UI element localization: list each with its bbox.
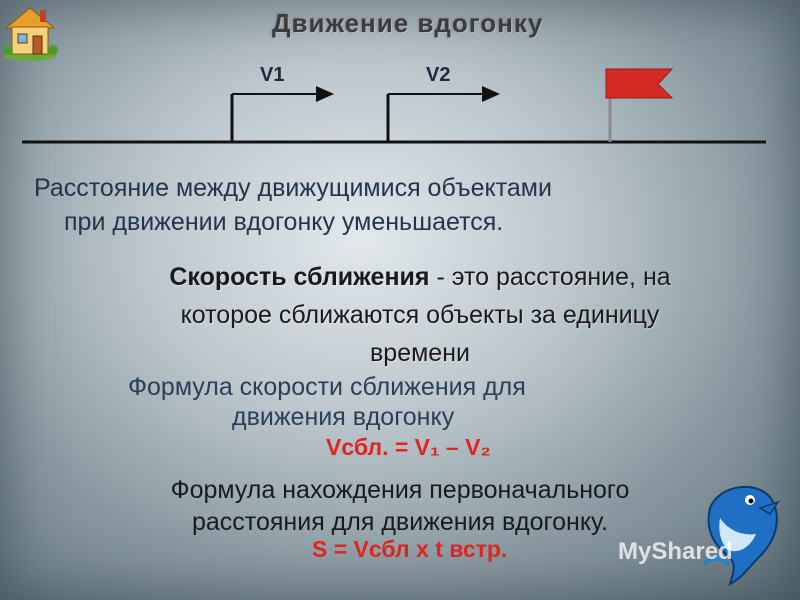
- formula2-caption-line-1: Формула нахождения первоначального: [170, 476, 630, 504]
- v1-label: V1: [260, 64, 285, 86]
- paragraph-line-1: Расстояние между движущимися объектами: [34, 174, 552, 202]
- slide-title: Движение вдогонку: [272, 8, 544, 38]
- initial-distance-formula: S = Vсбл x t встр.: [312, 536, 508, 562]
- formula2-caption-line-2: расстояния для движения вдогонку.: [192, 508, 608, 536]
- finish-flag-icon: [605, 68, 674, 142]
- formula1-caption-line-2: движения вдогонку: [232, 403, 455, 431]
- closing-speed-formula: Vсбл. = V₁ – V₂: [326, 434, 491, 460]
- house-icon[interactable]: [0, 0, 60, 62]
- watermark-text: MyShared: [618, 538, 733, 565]
- v2-label: V2: [426, 64, 451, 86]
- object1-arrow-icon: [230, 86, 334, 142]
- object2-arrow-icon: [386, 86, 500, 142]
- definition-block: Скорость сближения - это расстояние, на …: [60, 258, 780, 372]
- definition-text-1: - это расстояние, на: [429, 263, 671, 291]
- formula1-caption-line-1: Формула скорости сближения для: [128, 373, 526, 401]
- formula2-caption: Формула нахождения первоначального расст…: [70, 474, 730, 538]
- definition-text-2: которое сближаются объекты за единицу: [180, 301, 660, 329]
- dolphin-icon: [702, 485, 780, 586]
- definition-text-3: времени: [370, 339, 470, 367]
- definition-term: Скорость сближения: [169, 263, 430, 291]
- motion-diagram: [22, 68, 766, 144]
- paragraph-line-2: при движении вдогонку уменьшается.: [64, 208, 504, 236]
